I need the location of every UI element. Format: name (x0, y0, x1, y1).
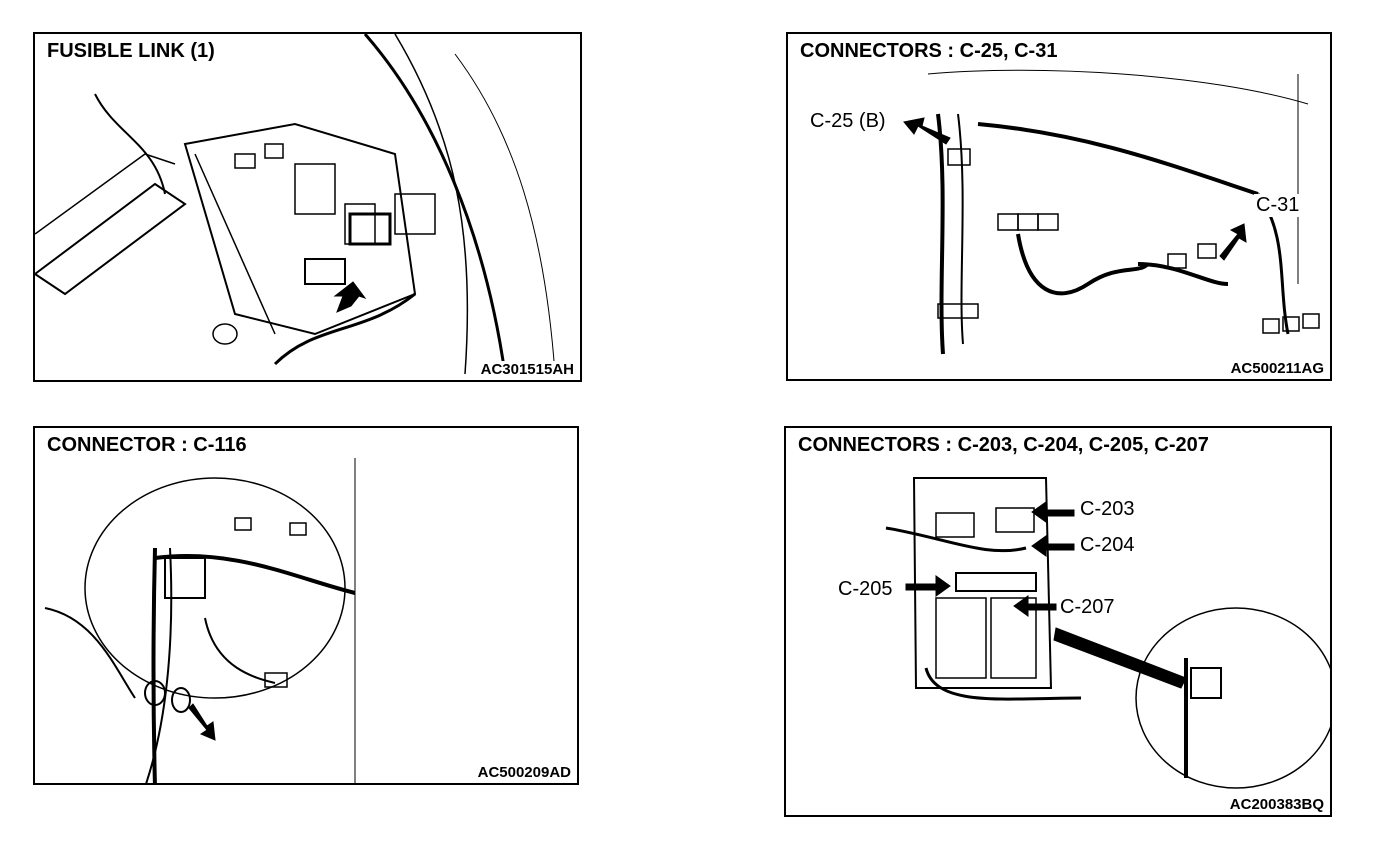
arrow-icon (1219, 223, 1247, 261)
connectors-c203-c207-illustration (885, 477, 1330, 789)
arrow-icon (1031, 501, 1075, 523)
figure-title: CONNECTORS : C-25, C-31 (798, 40, 1060, 63)
connectors-c25-c31-illustration (903, 69, 1320, 355)
callout-c205: C-205 (836, 578, 895, 601)
arrow-icon (1013, 595, 1057, 617)
callout-c31: C-31 (1254, 194, 1302, 217)
figure-title: CONNECTORS : C-203, C-204, C-205, C-207 (796, 434, 1211, 457)
figure-connector-c116: CONNECTOR : C-116 AC500209AD (33, 426, 579, 785)
callout-c204: C-204 (1078, 534, 1137, 557)
arrow-icon (905, 575, 951, 597)
figure-fusible-link: FUSIBLE LINK (1) AC301515AH (33, 32, 582, 382)
figure-code: AC500209AD (475, 764, 573, 781)
figure-code: AC500211AG (1228, 360, 1326, 377)
figure-title: CONNECTOR : C-116 (45, 434, 249, 457)
arrow-icon (903, 117, 951, 145)
callout-c203: C-203 (1078, 498, 1137, 521)
callout-c25: C-25 (B) (808, 110, 888, 133)
arrow-icon (333, 281, 367, 313)
arrow-icon (188, 703, 216, 741)
callout-c207: C-207 (1058, 596, 1117, 619)
figure-title: FUSIBLE LINK (1) (45, 40, 217, 63)
figure-code: AC200383BQ (1227, 796, 1326, 813)
figure-code: AC301515AH (478, 361, 576, 378)
figure-connectors-c203-c207: CONNECTORS : C-203, C-204, C-205, C-207 … (784, 426, 1332, 817)
figure-connectors-c25-c31: CONNECTORS : C-25, C-31 C-25 (B) C-31 AC… (786, 32, 1332, 381)
arrow-icon (1031, 535, 1075, 557)
connector-c116-illustration (44, 458, 356, 783)
fusible-link-illustration (35, 34, 556, 375)
